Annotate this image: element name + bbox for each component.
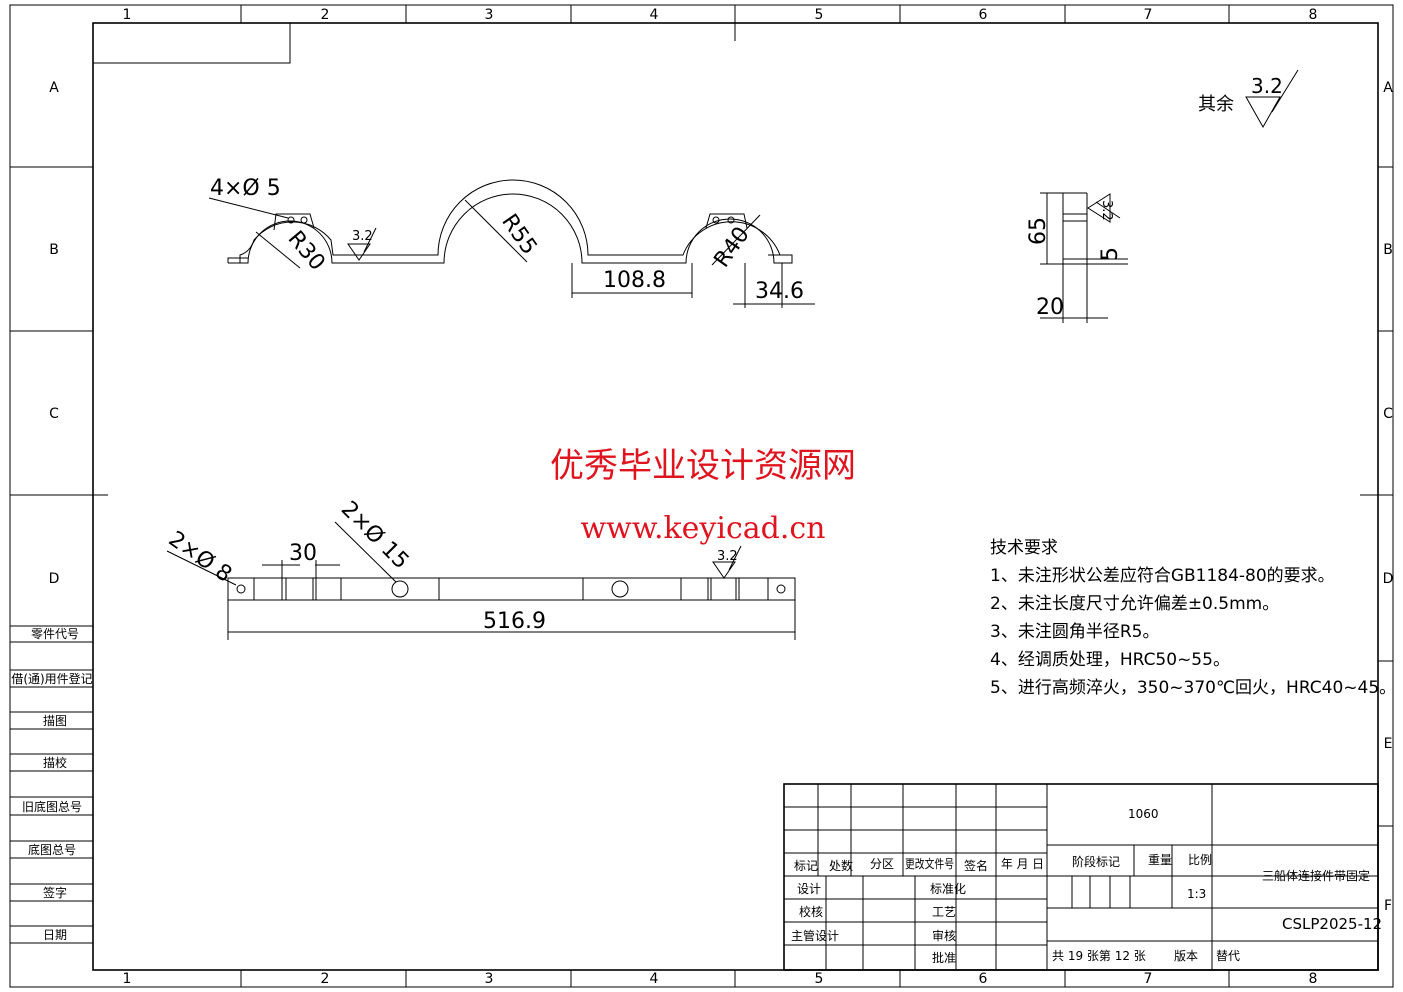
svg-text:4: 4 bbox=[650, 7, 659, 23]
svg-text:30: 30 bbox=[289, 541, 317, 566]
svg-text:3.2: 3.2 bbox=[1099, 200, 1114, 221]
svg-text:3: 3 bbox=[485, 971, 494, 987]
svg-text:5: 5 bbox=[815, 7, 824, 23]
front-view: 4×Ø 5 R30 R55 R40 3.2 108.8 34.6 bbox=[208, 176, 815, 308]
svg-text:设计: 设计 bbox=[797, 882, 821, 896]
svg-text:替代: 替代 bbox=[1216, 949, 1240, 963]
svg-text:5: 5 bbox=[1098, 247, 1123, 261]
svg-text:516.9: 516.9 bbox=[483, 609, 546, 634]
svg-text:阶段标记: 阶段标记 bbox=[1072, 854, 1120, 869]
svg-text:1: 1 bbox=[123, 7, 132, 23]
svg-text:B: B bbox=[49, 242, 59, 258]
svg-text:4: 4 bbox=[650, 971, 659, 987]
svg-text:旧底图总号: 旧底图总号 bbox=[22, 799, 82, 814]
svg-text:E: E bbox=[1384, 736, 1393, 752]
svg-text:处数: 处数 bbox=[829, 858, 853, 873]
svg-text:34.6: 34.6 bbox=[755, 279, 804, 304]
svg-text:D: D bbox=[1383, 571, 1394, 587]
svg-text:主管设计: 主管设计 bbox=[791, 928, 839, 943]
svg-text:3.2: 3.2 bbox=[717, 549, 738, 564]
svg-text:签名: 签名 bbox=[964, 858, 988, 873]
svg-text:2、未注长度尺寸允许偏差±0.5mm。: 2、未注长度尺寸允许偏差±0.5mm。 bbox=[990, 594, 1279, 614]
svg-text:3.2: 3.2 bbox=[352, 229, 373, 244]
svg-text:3、未注圆角半径R5。: 3、未注圆角半径R5。 bbox=[990, 622, 1159, 642]
svg-text:技术要求: 技术要求 bbox=[990, 538, 1058, 558]
svg-text:借(通)用件登记: 借(通)用件登记 bbox=[11, 671, 92, 686]
svg-text:标准化: 标准化 bbox=[930, 882, 966, 896]
svg-text:8: 8 bbox=[1309, 971, 1318, 987]
watermark-url[interactable]: www.keyicad.cn bbox=[580, 511, 825, 546]
corner-box bbox=[92, 22, 291, 64]
svg-text:审核: 审核 bbox=[932, 928, 956, 943]
svg-text:描校: 描校 bbox=[43, 755, 67, 770]
svg-text:CSLP2025-12: CSLP2025-12 bbox=[1282, 915, 1382, 933]
mount-hole-icon bbox=[287, 216, 735, 224]
svg-text:3.2: 3.2 bbox=[1251, 74, 1283, 98]
svg-text:20: 20 bbox=[1036, 295, 1064, 320]
svg-text:2: 2 bbox=[321, 971, 330, 987]
svg-text:2: 2 bbox=[321, 7, 330, 23]
svg-text:A: A bbox=[49, 80, 59, 96]
svg-text:共 19 张第 12 张: 共 19 张第 12 张 bbox=[1052, 949, 1146, 963]
left-register-column: 零件代号 借(通)用件登记 描图 描校 旧底图总号 底图总号 签字 日期 bbox=[10, 625, 93, 944]
svg-text:重量: 重量 bbox=[1148, 853, 1172, 867]
side-view: 3.2 65 5 20 bbox=[1026, 192, 1128, 323]
svg-text:R55: R55 bbox=[496, 210, 541, 260]
svg-text:批准: 批准 bbox=[932, 950, 956, 965]
svg-text:底图总号: 底图总号 bbox=[28, 842, 76, 857]
svg-text:8: 8 bbox=[1309, 7, 1318, 23]
svg-text:1: 1 bbox=[123, 971, 132, 987]
svg-text:3: 3 bbox=[485, 7, 494, 23]
zone-labels: 1 2 3 4 5 6 7 8 1 2 3 4 5 6 7 8 A B C D A B C D E F bbox=[49, 7, 1394, 987]
svg-text:5、进行高频淬火，350~370℃回火，HRC40~45。: 5、进行高频淬火，350~370℃回火，HRC40~45。 bbox=[990, 678, 1396, 698]
svg-text:描图: 描图 bbox=[43, 714, 67, 728]
svg-text:2×Ø 15: 2×Ø 15 bbox=[336, 497, 414, 575]
svg-text:7: 7 bbox=[1144, 7, 1153, 23]
svg-text:1:3: 1:3 bbox=[1187, 887, 1206, 901]
svg-text:6: 6 bbox=[979, 971, 988, 987]
outer-border bbox=[9, 4, 1394, 988]
svg-text:校核: 校核 bbox=[799, 904, 823, 919]
svg-text:标记: 标记 bbox=[794, 859, 818, 873]
svg-text:零件代号: 零件代号 bbox=[31, 627, 79, 641]
svg-text:日期: 日期 bbox=[43, 928, 67, 942]
svg-text:年 月 日: 年 月 日 bbox=[1001, 857, 1044, 871]
svg-text:分区: 分区 bbox=[870, 857, 894, 871]
svg-text:1060: 1060 bbox=[1128, 807, 1159, 821]
svg-text:D: D bbox=[49, 571, 60, 587]
svg-text:65: 65 bbox=[1026, 217, 1051, 245]
zone-dividers bbox=[10, 5, 1393, 987]
general-surface-finish: 其余 3.2 bbox=[1198, 69, 1299, 129]
svg-text:1、未注形状公差应符合GB1184-80的要求。: 1、未注形状公差应符合GB1184-80的要求。 bbox=[990, 566, 1335, 586]
svg-text:7: 7 bbox=[1144, 971, 1153, 987]
inner-border bbox=[92, 22, 1379, 971]
tech-requirements: 技术要求 1、未注形状公差应符合GB1184-80的要求。 2、未注长度尺寸允许… bbox=[990, 538, 1396, 698]
svg-text:B: B bbox=[1383, 242, 1393, 258]
svg-text:三船体连接件带固定: 三船体连接件带固定 bbox=[1262, 868, 1370, 883]
svg-text:工艺: 工艺 bbox=[932, 905, 956, 919]
svg-text:比例: 比例 bbox=[1188, 853, 1212, 867]
svg-text:5: 5 bbox=[815, 971, 824, 987]
watermark-title: 优秀毕业设计资源网 bbox=[550, 446, 856, 486]
svg-text:更改文件号: 更改文件号 bbox=[905, 856, 954, 871]
title-block: 1060 标记 处数 分区 更改文件号 签名 年 月 日 设计 校核 主管设计 … bbox=[783, 783, 1382, 971]
svg-text:F: F bbox=[1384, 898, 1392, 914]
roughness-symbol-icon bbox=[1245, 69, 1299, 129]
svg-text:A: A bbox=[1383, 80, 1393, 96]
svg-text:其余: 其余 bbox=[1198, 94, 1234, 115]
svg-text:4×Ø 5: 4×Ø 5 bbox=[210, 176, 281, 201]
svg-text:4、经调质处理，HRC50~55。: 4、经调质处理，HRC50~55。 bbox=[990, 650, 1230, 670]
svg-text:108.8: 108.8 bbox=[603, 268, 666, 293]
svg-text:R40: R40 bbox=[710, 222, 755, 272]
svg-text:C: C bbox=[1383, 406, 1393, 422]
svg-text:C: C bbox=[49, 406, 59, 422]
svg-text:6: 6 bbox=[979, 7, 988, 23]
svg-text:R30: R30 bbox=[283, 226, 330, 275]
hole-icon bbox=[236, 580, 786, 598]
svg-text:2×Ø 8: 2×Ø 8 bbox=[164, 527, 236, 588]
svg-text:版本: 版本 bbox=[1174, 949, 1198, 963]
svg-text:签字: 签字 bbox=[43, 885, 67, 900]
